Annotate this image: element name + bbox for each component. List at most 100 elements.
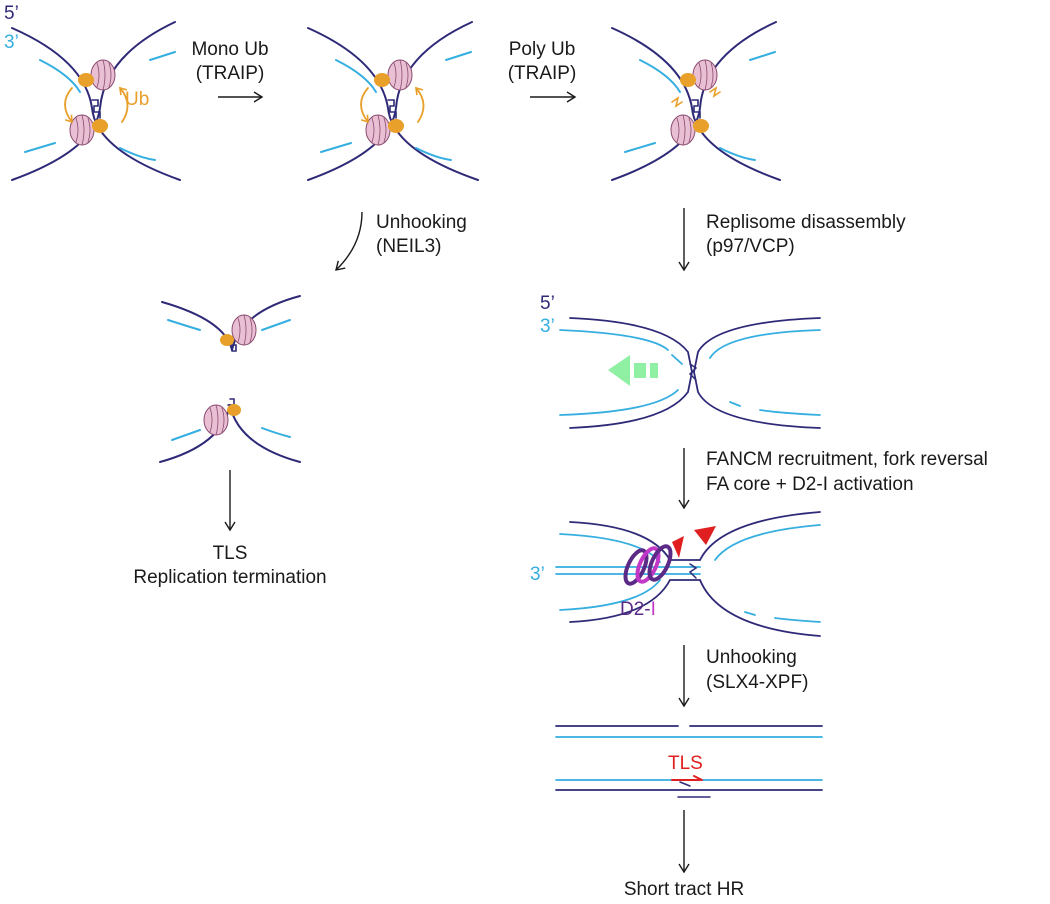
parental-strand <box>699 579 821 637</box>
nascent-strand <box>559 579 661 611</box>
icl-crosslink <box>688 563 698 579</box>
x-fork-3 <box>611 21 781 181</box>
helicase-ring <box>231 314 257 346</box>
ubiquitin-blob <box>78 73 94 87</box>
icl-crosslink <box>688 363 698 381</box>
nascent-strand <box>714 524 821 561</box>
d2-i-label: D2-I <box>620 598 656 621</box>
parental-strand <box>307 21 473 181</box>
ub-label: Ub <box>125 89 150 110</box>
traip-label-2: (TRAIP) <box>507 63 577 84</box>
helicase-ring <box>203 404 229 436</box>
reversed-fork <box>555 511 821 637</box>
cut-arrowhead-icon <box>672 536 684 558</box>
parental-strand <box>159 404 231 463</box>
ubiquitin-blob <box>374 73 390 87</box>
helicase-ring <box>365 114 391 146</box>
nascent-strand <box>559 389 679 416</box>
curved-arrow-icon <box>415 86 425 123</box>
leading-strand <box>445 51 472 61</box>
leading-strand <box>415 147 452 161</box>
x-fork-1 <box>11 21 181 181</box>
leading-strand <box>335 59 377 93</box>
d2-label: D2- <box>620 599 651 620</box>
three-prime-label: 3’ <box>530 564 545 585</box>
parental-strand <box>569 579 701 623</box>
curved-arrow-icon <box>64 87 73 124</box>
leading-strand <box>119 147 156 161</box>
leading-strand <box>171 429 201 441</box>
parental-strand <box>231 295 301 351</box>
unhooked-duplex <box>555 725 823 798</box>
fancm-label: FANCM recruitment, fork reversal <box>706 449 988 470</box>
polyubiquitin-chain <box>671 96 683 108</box>
curved-arrow-icon <box>119 86 129 123</box>
leading-strand <box>749 51 776 61</box>
p97-vcp-label: (p97/VCP) <box>706 236 795 257</box>
helicase-ring <box>670 114 696 146</box>
leading-strand <box>167 319 201 331</box>
d2-i-complex <box>623 544 673 586</box>
parental-strand <box>569 317 693 373</box>
parental-strand <box>307 27 479 181</box>
leading-strand <box>639 59 681 93</box>
tls-small-label: TLS <box>668 753 703 774</box>
ubiquitin-blob <box>92 119 108 133</box>
tls-outcome: TLS <box>212 543 248 564</box>
ubiquitin-blob <box>220 334 234 346</box>
i-label: I <box>650 599 656 620</box>
unhooked-fork-neil3 <box>159 295 301 463</box>
disassembled-fork <box>559 317 821 429</box>
tls-arrow <box>693 775 703 781</box>
helicase-ring <box>90 59 116 91</box>
parental-strand <box>229 404 301 463</box>
neil3-label: (NEIL3) <box>376 236 442 257</box>
ubiquitin-blob <box>227 404 241 416</box>
curved-arrow-icon <box>335 211 363 271</box>
icl-remnant <box>229 344 237 352</box>
curved-arrow-icon <box>360 87 369 124</box>
three-prime-label: 3’ <box>540 316 555 337</box>
leading-strand <box>149 51 176 61</box>
five-prime-label: 5’ <box>540 293 555 314</box>
five-prime-label: 5’ <box>4 3 19 24</box>
green-arrow-icon <box>608 355 658 386</box>
leading-strand <box>320 142 352 153</box>
nascent-strand <box>709 329 821 359</box>
ubiquitin-blob <box>388 119 404 133</box>
unhooking-label: Unhooking <box>706 647 797 668</box>
short-tract-hr-outcome: Short tract HR <box>623 879 745 900</box>
leading-strand <box>719 147 756 161</box>
icl-remnant <box>677 781 711 798</box>
leading-strand <box>624 142 656 153</box>
nascent-strand <box>744 611 756 616</box>
mono-ub-label: Mono Ub <box>191 39 269 60</box>
replication-termination-outcome: Replication termination <box>133 567 327 588</box>
parental-strand <box>611 21 777 181</box>
nascent-strand <box>671 354 683 365</box>
icl-crosslink <box>91 99 101 119</box>
parental-strand <box>611 27 781 181</box>
helicase-ring <box>69 114 95 146</box>
parental-strand <box>569 371 693 429</box>
nascent-strand <box>559 329 669 351</box>
helicase-ring <box>692 59 718 91</box>
leading-strand <box>24 142 56 153</box>
nascent-strand <box>759 409 821 416</box>
polyubiquitin-chain <box>709 86 721 98</box>
nascent-strand <box>729 401 741 407</box>
ubiquitin-blob <box>693 119 709 133</box>
icl-crosslink <box>387 99 397 119</box>
fa-core-label: FA core + D2-I activation <box>706 474 914 495</box>
leading-strand <box>261 427 291 438</box>
helicase-ring <box>387 59 413 91</box>
icl-crosslink <box>691 99 701 119</box>
cut-arrowhead-icon <box>694 526 716 545</box>
parental-strand <box>11 21 176 181</box>
three-prime-label: 3’ <box>4 32 19 53</box>
parental-strand <box>699 511 821 561</box>
unhooking-label: Unhooking <box>376 212 467 233</box>
poly-ub-label: Poly Ub <box>508 39 576 60</box>
replisome-disassembly-label: Replisome disassembly <box>706 212 906 233</box>
